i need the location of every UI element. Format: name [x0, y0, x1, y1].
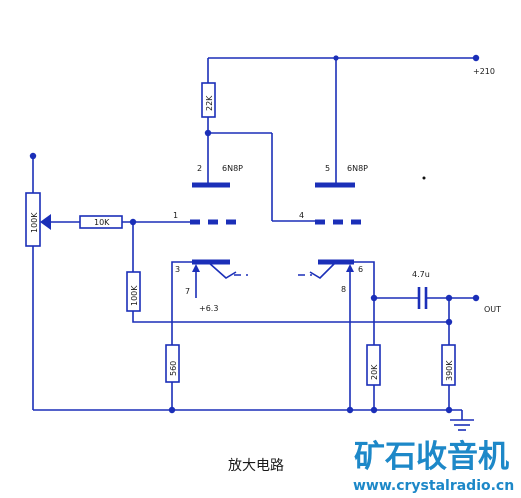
right-cathode — [298, 259, 354, 286]
plate-resistor: 22K — [201, 82, 216, 118]
watermark-url: www.crystalradio.cn — [353, 478, 514, 494]
pin-1-label: 1 — [173, 211, 178, 220]
output-label: OUT — [484, 305, 501, 314]
coupling-capacitor — [417, 287, 428, 309]
pin-2-label: 2 — [197, 164, 202, 173]
pin-3-label: 3 — [175, 265, 180, 274]
stray-dot — [422, 176, 426, 180]
capacitor-value: 4.7u — [412, 270, 430, 279]
grid-resistor-100k: 100K — [126, 271, 141, 312]
supply-rail — [207, 54, 480, 183]
volume-potentiometer: 100K — [25, 192, 51, 247]
pin-8-label: 8 — [341, 285, 346, 294]
pin-4-label: 4 — [299, 211, 304, 220]
load-resistor-390k: 390K — [441, 344, 456, 386]
pin-5-label: 5 — [325, 164, 330, 173]
cathode-resistor-20k: 20K — [366, 344, 381, 386]
cathode-resistor-560: 560 — [165, 344, 180, 383]
pin-7-label: 7 — [185, 287, 190, 296]
plate-resistor-value: 22K — [205, 95, 214, 111]
diagram-caption: 放大电路 — [228, 458, 284, 474]
potentiometer-value: 100K — [30, 212, 39, 233]
load-resistor-390k-value: 390K — [445, 360, 454, 381]
grid-resistor-value: 100K — [130, 285, 139, 306]
watermark-title: 矿石收音机 — [354, 439, 509, 475]
cathode-resistor-20k-value: 20K — [370, 364, 379, 380]
pin-6-label: 6 — [358, 265, 363, 274]
input-resistor-value: 10K — [94, 218, 110, 227]
ground-rail — [33, 406, 463, 420]
input-resistor-10k: 10K — [79, 215, 123, 229]
tube-type-label-right: 6N8P — [347, 164, 368, 173]
tube-type-label-left: 6N8P — [222, 164, 243, 173]
heater-voltage-label: +6.3 — [199, 304, 218, 313]
left-cathode — [192, 259, 248, 298]
supply-voltage-label: +210 — [473, 67, 495, 76]
ground-icon — [450, 419, 474, 431]
cathode-resistor-560-value: 560 — [169, 361, 178, 376]
